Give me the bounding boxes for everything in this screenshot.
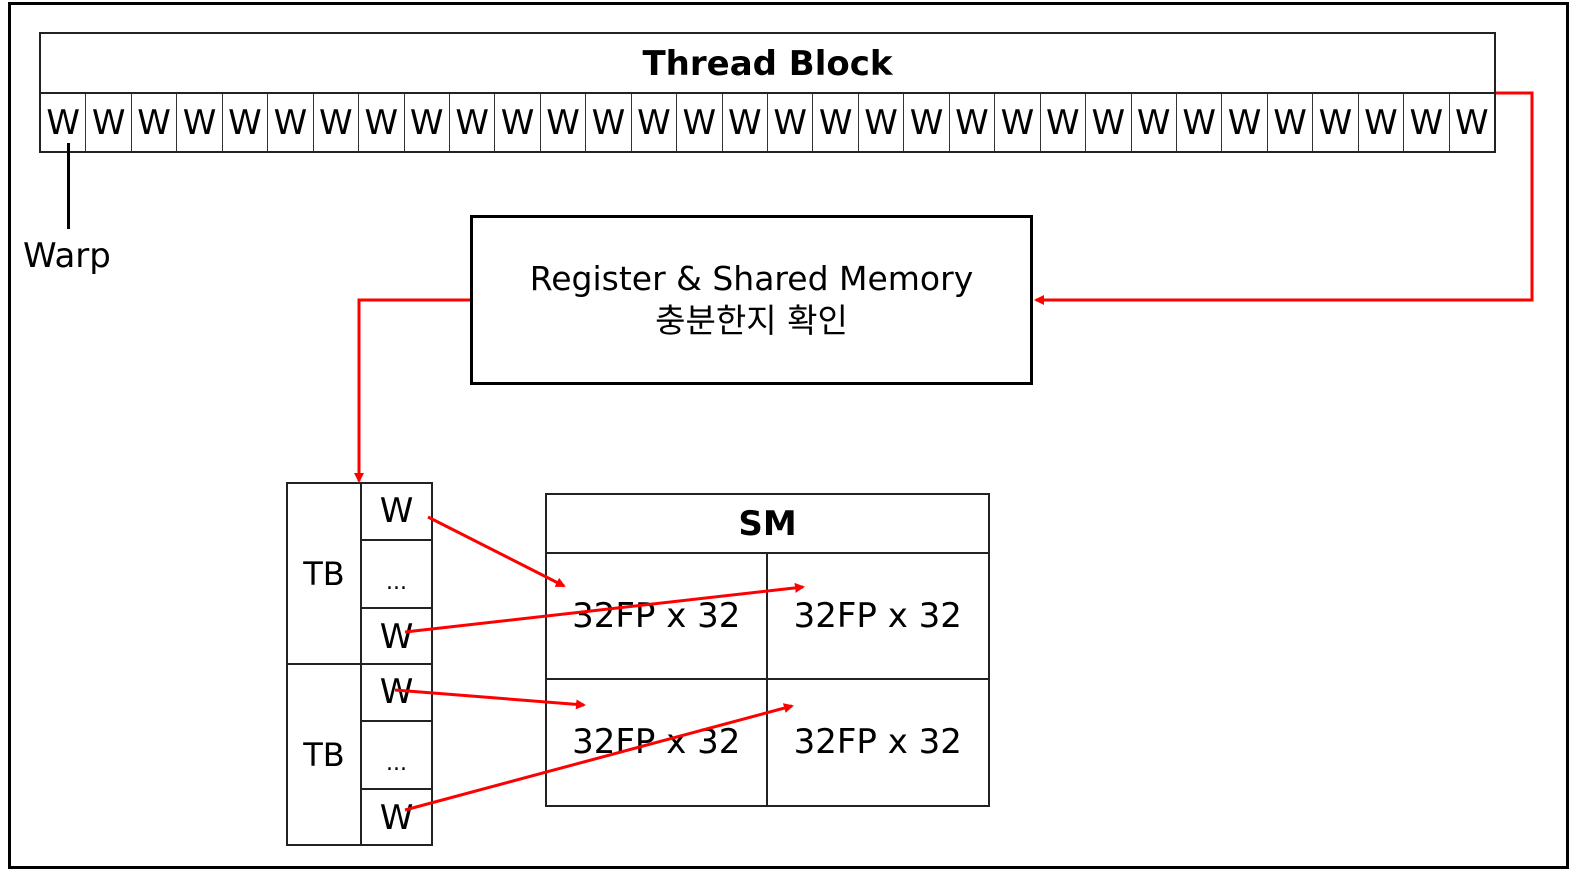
warp-cell: W: [1359, 94, 1405, 151]
sm-title: SM: [547, 495, 988, 554]
warp-cell: W: [1454, 102, 1489, 143]
warp-cell: W: [268, 94, 314, 151]
diagram-frame: [8, 2, 1569, 869]
warp-cell: W: [495, 94, 541, 151]
sm-unit-2: 32FP x 32: [767, 554, 988, 680]
sm-unit-3: 32FP x 32: [547, 679, 768, 805]
tb2-warp-last: W: [379, 797, 414, 838]
warp-cell: W: [1404, 94, 1450, 151]
warp-cell: W: [314, 94, 360, 151]
warp-cell: W: [1041, 94, 1087, 151]
warp-cell: W: [359, 94, 405, 151]
warp-cell: W: [632, 94, 678, 151]
thread-block-divider: [288, 663, 431, 665]
warp-cell: W: [86, 94, 132, 151]
warp-cell: W: [1132, 94, 1177, 151]
warp-pointer-line: [67, 143, 70, 229]
warp-cell: W: [132, 94, 178, 151]
resource-check-box: Register & Shared Memory 충분한지 확인: [470, 215, 1033, 385]
resource-check-line1: Register & Shared Memory: [529, 259, 974, 298]
warp-cell: W: [950, 94, 996, 151]
tb2-warp-ellipsis: ...: [362, 722, 431, 791]
thread-block-title-text: Thread Block: [642, 43, 893, 84]
warp-cell: W: [859, 94, 905, 151]
thread-block-1: TB W ... W: [288, 484, 431, 664]
warp-cell: W: [768, 94, 814, 151]
sm-table: SM 32FP x 32 32FP x 32 32FP x 32 32FP x …: [545, 493, 990, 807]
thread-block-title: Thread Block: [39, 32, 1496, 93]
thread-block-stack: TB W ... W TB W ... W: [286, 482, 433, 846]
thread-block-label: TB: [288, 484, 362, 664]
warp-cell: W: [723, 94, 768, 151]
warp-cell: W: [586, 94, 632, 151]
warp-cell: W: [1313, 94, 1359, 151]
thread-block-2: TB W ... W: [288, 665, 431, 845]
warp-cell: W: [904, 94, 950, 151]
sm-unit-1: 32FP x 32: [547, 554, 768, 680]
warp-cell: W: [995, 94, 1041, 151]
tb1-warp-last: W: [379, 616, 414, 657]
warp-cell: W: [813, 94, 859, 151]
warp-cell: W: [1086, 94, 1132, 151]
warp-cell: W: [41, 94, 87, 151]
warp-cell: W: [1177, 94, 1223, 151]
tb1-warp-ellipsis: ...: [362, 541, 431, 610]
warp-cell: W: [1222, 94, 1268, 151]
warp-cell: W: [450, 94, 496, 151]
warp-cell: W: [677, 94, 723, 151]
tb1-warp-first: W: [362, 484, 431, 541]
sm-unit-4: 32FP x 32: [793, 722, 962, 763]
warp-cell: W: [177, 94, 223, 151]
warp-label: Warp: [23, 236, 111, 276]
warp-cell: W: [405, 94, 450, 151]
warp-cell: W: [1268, 94, 1314, 151]
tb2-warp-first: W: [362, 665, 431, 722]
thread-block-label: TB: [288, 665, 362, 845]
warp-cell: W: [223, 94, 269, 151]
resource-check-line2: 충분한지 확인: [655, 301, 848, 340]
warp-cell: W: [541, 94, 587, 151]
